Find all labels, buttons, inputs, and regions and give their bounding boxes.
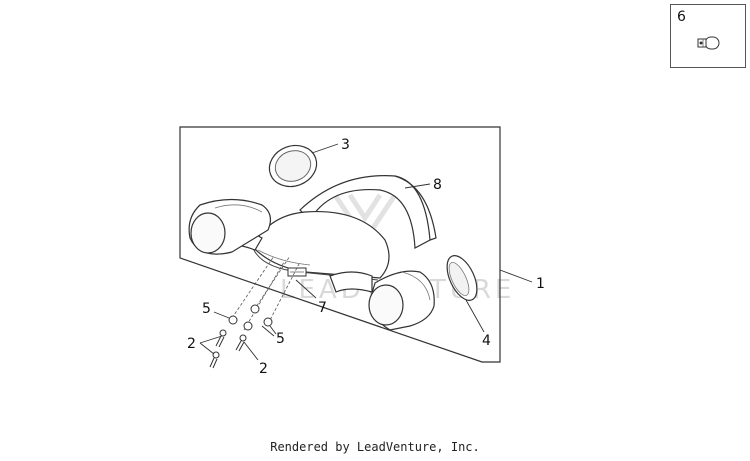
part-7-bracket (287, 267, 307, 277)
left-indicator (188, 198, 272, 255)
part-5-washers (228, 304, 273, 331)
screw-1 (215, 329, 227, 348)
callout-2-left: 2 (187, 336, 196, 352)
part-8-cowl (299, 175, 437, 249)
callout-4: 4 (482, 333, 491, 349)
assembly-guides (231, 255, 301, 331)
right-indicator (368, 270, 435, 331)
part-6-inset: 6 (670, 4, 746, 68)
callout-5-left: 5 (202, 301, 211, 317)
bulb-icon (697, 36, 720, 50)
callout-1: 1 (536, 276, 545, 292)
part-1-housing (227, 210, 390, 293)
callout-6: 6 (677, 9, 686, 25)
screw-3 (209, 351, 220, 369)
screw-2 (235, 334, 247, 352)
part-2-screws (209, 329, 247, 369)
footer-credit: Rendered by LeadVenture, Inc. (270, 440, 480, 454)
callout-8: 8 (433, 177, 442, 193)
leader-lines (199, 143, 533, 361)
callout-7: 7 (318, 300, 327, 316)
part-4-lens (446, 255, 478, 301)
callout-3: 3 (341, 137, 350, 153)
part-3-ring (268, 144, 318, 188)
callout-2-right: 2 (259, 361, 268, 377)
assembly-box (179, 126, 501, 363)
callout-5-right: 5 (276, 331, 285, 347)
